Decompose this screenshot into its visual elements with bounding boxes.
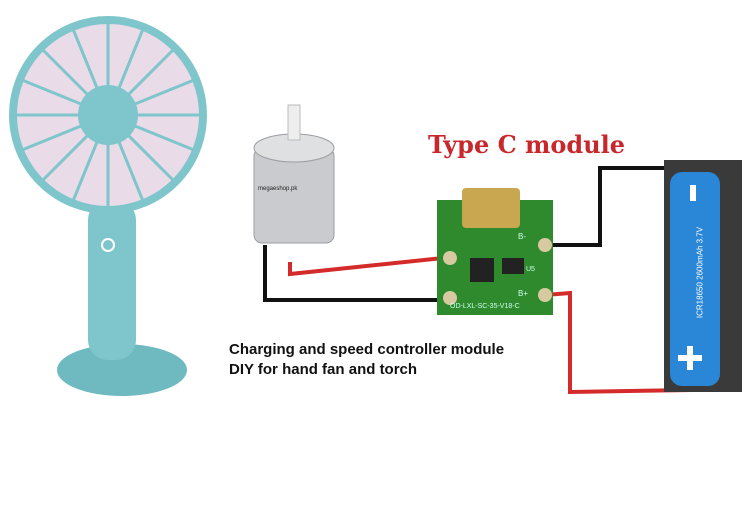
- caption: Charging and speed controller module DIY…: [229, 340, 504, 380]
- pcb-label-chip: U5: [526, 266, 535, 273]
- type-c-module-title: Type C module: [428, 130, 626, 159]
- hand-fan: [9, 16, 207, 396]
- wires: [263, 166, 693, 395]
- type-c-pcb: [437, 188, 553, 315]
- dc-motor: [253, 104, 335, 244]
- caption-line-1: Charging and speed controller module: [229, 341, 505, 358]
- pcb-label-negative: B-: [518, 232, 526, 241]
- pcb-board-label: OD-LXL-SC-35-V18-C: [450, 303, 520, 310]
- caption-line-2: DIY for hand fan and torch: [229, 361, 418, 378]
- motor-watermark: megaeshop.pk: [258, 186, 298, 192]
- pcb-label-positive: B+: [518, 289, 529, 298]
- battery-holder: [664, 160, 742, 392]
- battery-label: ICR18650 2600mAh 3.7V: [695, 226, 705, 319]
